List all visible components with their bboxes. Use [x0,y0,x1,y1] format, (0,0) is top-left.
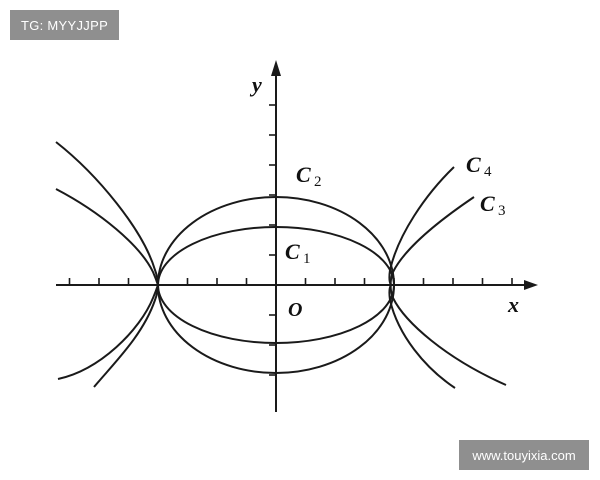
origin-label: O [288,299,302,321]
svg-text:4: 4 [484,164,492,180]
svg-text:C: C [466,152,481,177]
label-c2: C 2 [296,162,322,190]
watermark-bottom-right: www.touyixia.com [459,440,589,470]
svg-text:3: 3 [498,203,506,219]
y-axis-arrow [271,60,281,76]
svg-text:1: 1 [303,251,311,267]
watermark-top-left: TG: MYYJJPP [10,10,119,40]
curve-c4-right-branch [388,166,456,389]
curve-c3-left-branch [55,188,160,380]
svg-text:C: C [480,191,495,216]
svg-text:2: 2 [314,174,322,190]
y-axis-label: y [249,72,262,97]
label-c3: C 3 [480,191,506,219]
svg-text:C: C [296,162,311,187]
y-axis-ticks [269,104,276,376]
x-axis-arrow [524,280,538,290]
x-axis-ticks [68,278,513,285]
curve-c3-right-branch [389,196,507,386]
label-c1: C 1 [285,239,311,267]
curve-c4-left-branch [55,141,160,388]
label-c4: C 4 [466,152,492,180]
x-axis-label: x [507,292,519,317]
svg-text:C: C [285,239,300,264]
